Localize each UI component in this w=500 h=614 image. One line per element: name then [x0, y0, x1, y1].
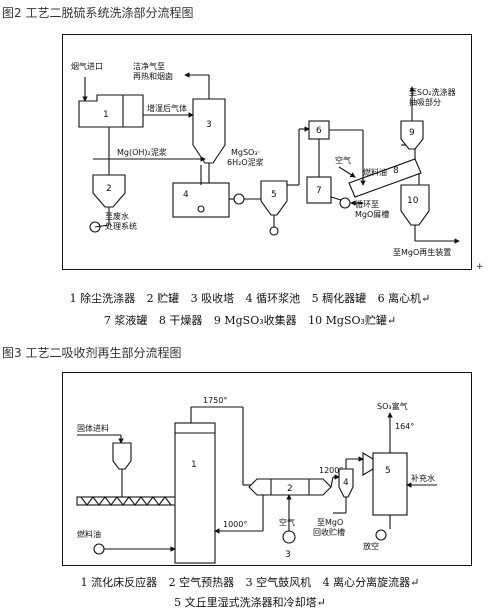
- unit2-air-preheater: [248, 478, 332, 496]
- legend-item: 8 干燥器: [158, 314, 203, 327]
- waste-water-label-2: 处理系统: [105, 221, 137, 231]
- fig2-legend-line1: 1 除尘洗涤器 2 贮罐 3 吸收塔 4 循环浆池 5 稠化器罐 6 离心机↵: [0, 290, 500, 306]
- unit-number-9: 9: [409, 128, 415, 138]
- unit7-slurry-tank: [306, 176, 332, 204]
- unit-number-5: 5: [385, 466, 391, 476]
- solid-feed-hopper: [112, 442, 132, 470]
- legend-item: 6 离心机↵: [377, 292, 431, 305]
- unit10-mgso3-storage: [400, 184, 430, 226]
- unit-number-10: 10: [407, 196, 419, 206]
- unit-number-6: 6: [316, 126, 322, 136]
- legend-item: 7 浆液罐: [103, 314, 148, 327]
- legend-item: 1 除尘洗涤器: [69, 292, 136, 305]
- humid-gas-label: 增湿后气体: [147, 103, 187, 113]
- unit3-air-blower: [282, 530, 296, 544]
- thickener-pump: [269, 226, 279, 236]
- unit-number-4: 4: [343, 478, 349, 488]
- unit-number-8: 8: [393, 166, 399, 176]
- legend-item: 9 MgSO₃收集器: [213, 314, 297, 327]
- unit1-dust-scrubber: [78, 94, 144, 128]
- temp-1750-label: 1750°: [203, 396, 227, 405]
- legend-item: 10 MgSO₃贮罐↵: [308, 314, 397, 327]
- clean-gas-label-2: 再热和烟囱: [133, 71, 173, 81]
- mgso3-label-1: MgSO₃·: [231, 148, 260, 157]
- temp-1200-label: 1200°: [319, 466, 343, 475]
- unit5-thickener: [260, 180, 288, 216]
- unit8-dryer: [348, 158, 422, 198]
- fig3-diagram-frame: 固体进料 燃料油 1750° 1000° 1200° 空气 SO₃富气 164°…: [62, 372, 472, 566]
- legend-item: 4 循环浆池: [245, 292, 301, 305]
- mgso3-label-2: 6H₂O泥浆: [227, 157, 264, 167]
- unit4-cyclone: [338, 468, 354, 498]
- temp-1000-label: 1000°: [223, 520, 247, 529]
- tank4-pump: [233, 193, 245, 205]
- scrubber-pump: [375, 529, 387, 541]
- air-inlet-arrow: [338, 166, 356, 178]
- recycle-label-2: MgO屑槽: [355, 209, 389, 219]
- fuel-oil-label: 燃料油: [77, 529, 101, 539]
- venturi-throat: [362, 452, 374, 476]
- legend-item: 2 贮罐: [146, 292, 180, 305]
- fig3-legend-line1: 1 流化床反应器 2 空气预热器 3 空气鼓风机 4 离心分离旋流器↵: [0, 574, 500, 590]
- unit9-mgso3-collector: [400, 120, 424, 150]
- legend-item: 4 离心分离旋流器↵: [322, 576, 420, 589]
- recycle-label-1: 循环至: [355, 199, 379, 209]
- unit1-fluid-bed-reactor: [174, 422, 216, 564]
- tank7-pump: [339, 197, 351, 209]
- fig2-diagram-frame: 烟气进口 洁净气至 再热和烟囱 增湿后气体 Mg(OH)₂泥浆 MgSO₃· 6…: [62, 34, 472, 270]
- air-label: 空气: [335, 155, 351, 165]
- legend-item: 2 空气预热器: [168, 576, 235, 589]
- fuel-oil-label: 燃料油: [363, 167, 387, 177]
- clean-gas-label-1: 洁净气至: [133, 61, 165, 71]
- to-so2-scrubber-label-2: 抽吸部分: [409, 97, 441, 107]
- agitator-blade: [197, 205, 205, 213]
- vent-label: 放空: [363, 541, 379, 551]
- temp-164-label: 164°: [395, 422, 414, 431]
- legend-item: 1 流化床反应器: [80, 576, 158, 589]
- legend-item: 5 文丘里湿式洗涤器和冷却塔↵: [174, 596, 326, 609]
- unit4-recycle-tank: [172, 182, 230, 218]
- unit-number-2: 2: [106, 184, 112, 194]
- unit-number-3: 3: [206, 120, 212, 130]
- unit5-venturi-scrubber: [372, 452, 408, 516]
- unit-number-5: 5: [271, 190, 277, 200]
- to-so2-scrubber-label-1: 至SO₂洗涤器: [409, 87, 456, 97]
- fig3-caption: 图3 工艺二吸收剂再生部分流程图: [2, 346, 182, 360]
- legend-item: 3 吸收塔: [190, 292, 235, 305]
- fig3-legend-line2: 5 文丘里湿式洗涤器和冷却塔↵: [0, 594, 500, 610]
- unit3-absorber-tower: [192, 98, 226, 164]
- screw-flight: [80, 496, 172, 506]
- unit-number-7: 7: [316, 186, 322, 196]
- waste-water-label-1: 至废水: [105, 211, 129, 221]
- legend-item: 5 稠化器罐: [311, 292, 367, 305]
- fig2-legend-line2: 7 浆液罐 8 干燥器 9 MgSO₃收集器 10 MgSO₃贮罐↵: [0, 312, 500, 328]
- mgoh-slurry-label: Mg(OH)₂泥浆: [117, 147, 167, 157]
- fuel-oil-pump: [93, 543, 105, 555]
- air-label: 空气: [279, 517, 295, 527]
- unit-number-3: 3: [285, 550, 291, 560]
- unit-number-1: 1: [191, 460, 197, 470]
- fig2-caption: 图2 工艺二脱硫系统洗涤部分流程图: [2, 6, 194, 20]
- fig3-process-diagram: 固体进料 燃料油 1750° 1000° 1200° 空气 SO₃富气 164°…: [76, 396, 437, 564]
- so3-gas-label: SO₃富气: [377, 401, 408, 411]
- to-regen-label: 至MgO再生装置: [393, 247, 451, 257]
- to-mgo-label-2: 回收贮槽: [313, 527, 345, 537]
- fig2-process-diagram: 烟气进口 洁净气至 再热和烟囱 增湿后气体 Mg(OH)₂泥浆 MgSO₃· 6…: [71, 61, 460, 257]
- legend-item: 3 空气鼓风机: [245, 576, 312, 589]
- unit-number-4: 4: [183, 190, 189, 200]
- unit2-storage-tank: [92, 174, 126, 208]
- fig2-plus-mark: +: [476, 262, 484, 272]
- solid-feed-label: 固体进料: [77, 423, 109, 433]
- flue-inlet-label: 烟气进口: [71, 61, 103, 71]
- unit-number-2: 2: [287, 484, 293, 494]
- makeup-water-label: 补充水: [411, 473, 435, 483]
- to-mgo-label-1: 至MgO: [317, 518, 343, 527]
- unit-number-1: 1: [103, 110, 109, 120]
